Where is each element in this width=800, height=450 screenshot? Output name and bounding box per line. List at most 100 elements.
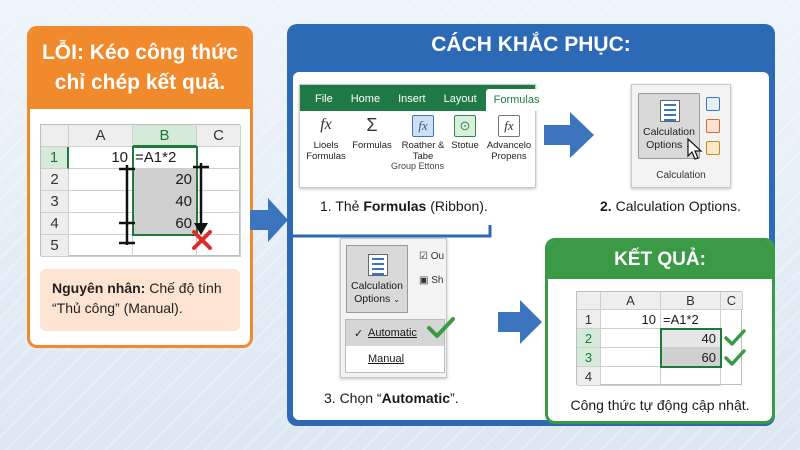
green-check-icon	[724, 329, 746, 346]
cmd-label: Formulas	[352, 140, 392, 151]
checkmark-icon: ✓	[354, 327, 364, 340]
green-check-icon	[427, 317, 455, 338]
row-header-5[interactable]: 5	[41, 235, 69, 257]
cell-c4[interactable]	[197, 213, 241, 235]
cmd-label: Propens	[491, 151, 527, 162]
step3-bold: Automatic	[381, 390, 451, 406]
column-header-a[interactable]: A	[69, 125, 133, 147]
column-header-b[interactable]: B	[661, 292, 721, 310]
cell-c5[interactable]	[197, 235, 241, 257]
menu-item-automatic[interactable]: ✓ Automatic	[346, 320, 444, 346]
arrow-right-icon	[250, 198, 288, 242]
arrow-right-icon	[498, 300, 542, 344]
error-title-line2: chỉ chép kết quả.	[54, 71, 226, 94]
row-header-2[interactable]: 2	[577, 329, 601, 348]
green-check-icon	[724, 349, 746, 366]
cause-label: Nguyên nhân:	[52, 280, 146, 296]
cause-text-2: “Thủ công” (Manual).	[52, 300, 183, 316]
step1-bold: Formulas	[363, 198, 427, 214]
row-header-2[interactable]: 2	[41, 169, 69, 191]
roather-tabe-button[interactable]: fx Roather & Tabe	[400, 115, 446, 162]
corner-cell[interactable]	[577, 292, 601, 310]
row-header-1[interactable]: 1	[577, 310, 601, 329]
result-spreadsheet: A B C 1 2 3 4 10 =A1*2 40 60	[576, 291, 746, 386]
calculation-options-button[interactable]: Calculation Options ⌄	[346, 245, 408, 313]
ribbon-commands: fx Lioels Formulas Σ Formulas fx Roather…	[300, 111, 535, 173]
side-option-1-label: Ou	[430, 251, 445, 262]
calc-btn-line1: Calculation	[643, 126, 695, 138]
fx-icon: fx	[320, 116, 332, 133]
column-header-c[interactable]: C	[721, 292, 743, 310]
menu-item-manual-label: Manual	[368, 353, 405, 365]
calculator-icon	[660, 100, 680, 122]
cmd-label: Roather &	[401, 140, 445, 151]
row-header-3[interactable]: 3	[577, 348, 601, 367]
formulas-sum-button[interactable]: Σ Formulas	[352, 115, 392, 151]
side-option-2[interactable]: ▣ Sh	[419, 275, 444, 286]
cell-b4[interactable]	[661, 367, 721, 386]
ribbon-group-label: Group Ettons	[390, 161, 445, 171]
calculation-options-dropdown-card: Calculation Options ⌄ ☑ Ou ▣ Sh ✓ Automa…	[340, 238, 447, 378]
cell-c3[interactable]	[197, 191, 241, 213]
menu-item-automatic-label: Automatic	[368, 327, 417, 339]
step-2-caption: 2. Calculation Options.	[600, 198, 741, 214]
cause-text-1: Chế độ tính	[145, 280, 222, 296]
calculation-group-label: Calculation	[656, 170, 706, 181]
step2-text: Calculation Options.	[611, 198, 741, 214]
mouse-cursor-icon	[687, 137, 703, 160]
menu-item-manual[interactable]: Manual	[346, 346, 444, 372]
cmd-label: Advancelo	[486, 140, 532, 151]
side-option-2-label: Sh	[431, 275, 444, 286]
eraser-icon[interactable]	[706, 119, 720, 133]
stotue-button[interactable]: ⊙ Stotue	[448, 115, 482, 151]
error-title-line1: LỖI: Kéo công thức	[41, 41, 239, 64]
calc-now-icon[interactable]	[706, 97, 720, 111]
cell-a1[interactable]: 10	[601, 310, 661, 329]
row-header-3[interactable]: 3	[41, 191, 69, 213]
cell-c2[interactable]	[197, 169, 241, 191]
cell-c1[interactable]	[197, 147, 241, 169]
tab-file[interactable]: File	[315, 93, 333, 105]
tab-insert[interactable]: Insert	[398, 93, 426, 105]
cell-b3[interactable]: 40	[133, 191, 197, 213]
corner-cell[interactable]	[41, 125, 69, 147]
step1-suffix: (Ribbon).	[426, 198, 488, 214]
arrow-right-icon	[544, 112, 594, 158]
calc-sheet-icon[interactable]	[706, 141, 720, 155]
calculator-icon	[368, 254, 388, 276]
step1-prefix: 1. Thẻ	[320, 198, 364, 214]
cell-b2[interactable]: 20	[133, 169, 197, 191]
cell-a4[interactable]	[601, 367, 661, 386]
calculation-menu: ✓ Automatic Manual	[345, 319, 445, 373]
step3-prefix: 3. Chọn “	[324, 390, 382, 406]
tab-home[interactable]: Home	[350, 93, 381, 105]
tab-layout[interactable]: Layout	[443, 93, 477, 105]
step-1-caption: 1. Thẻ Formulas (Ribbon).	[320, 198, 488, 214]
dd-btn-line1: Calculation	[351, 280, 403, 292]
row-header-4[interactable]: 4	[41, 213, 69, 235]
error-x-icon	[192, 230, 212, 250]
cmd-label: Lioels	[313, 140, 339, 151]
column-header-a[interactable]: A	[601, 292, 661, 310]
lioels-formulas-button[interactable]: fx Lioels Formulas	[306, 115, 346, 162]
row-header-4[interactable]: 4	[577, 367, 601, 386]
cause-box: Nguyên nhân: Chế độ tính “Thủ công” (Man…	[40, 269, 240, 331]
result-panel: KẾT QUẢ: A B C 1 2 3 4 10 =A1*2 40 60 Cô…	[545, 238, 775, 424]
error-spreadsheet: A B C 1 2 3 4 5 10 =A1*2 20 40 60	[40, 124, 241, 257]
advanced-propens-button[interactable]: fx Advancelo Propens	[484, 115, 534, 162]
error-title: LỖI: Kéo công thức chỉ chép kết quả.	[30, 29, 250, 109]
result-caption: Công thức tự động cập nhật.	[570, 397, 750, 413]
excel-ribbon: File Home Insert Layout Formulas fx Lioe…	[299, 84, 548, 188]
result-selection	[660, 328, 722, 368]
cell-b2[interactable]: 40	[661, 329, 721, 348]
column-header-c[interactable]: C	[197, 125, 241, 147]
tab-formulas[interactable]: Formulas	[485, 89, 548, 111]
drag-annotation	[119, 146, 209, 245]
cell-a5[interactable]	[69, 235, 133, 257]
row-header-1[interactable]: 1	[41, 147, 69, 169]
chevron-down-icon: ⌄	[393, 295, 400, 304]
side-option-1[interactable]: ☑ Ou	[419, 251, 445, 262]
sigma-icon: Σ	[366, 115, 378, 135]
cmd-label: Stotue	[451, 140, 479, 151]
step3-suffix: ”.	[450, 390, 459, 406]
